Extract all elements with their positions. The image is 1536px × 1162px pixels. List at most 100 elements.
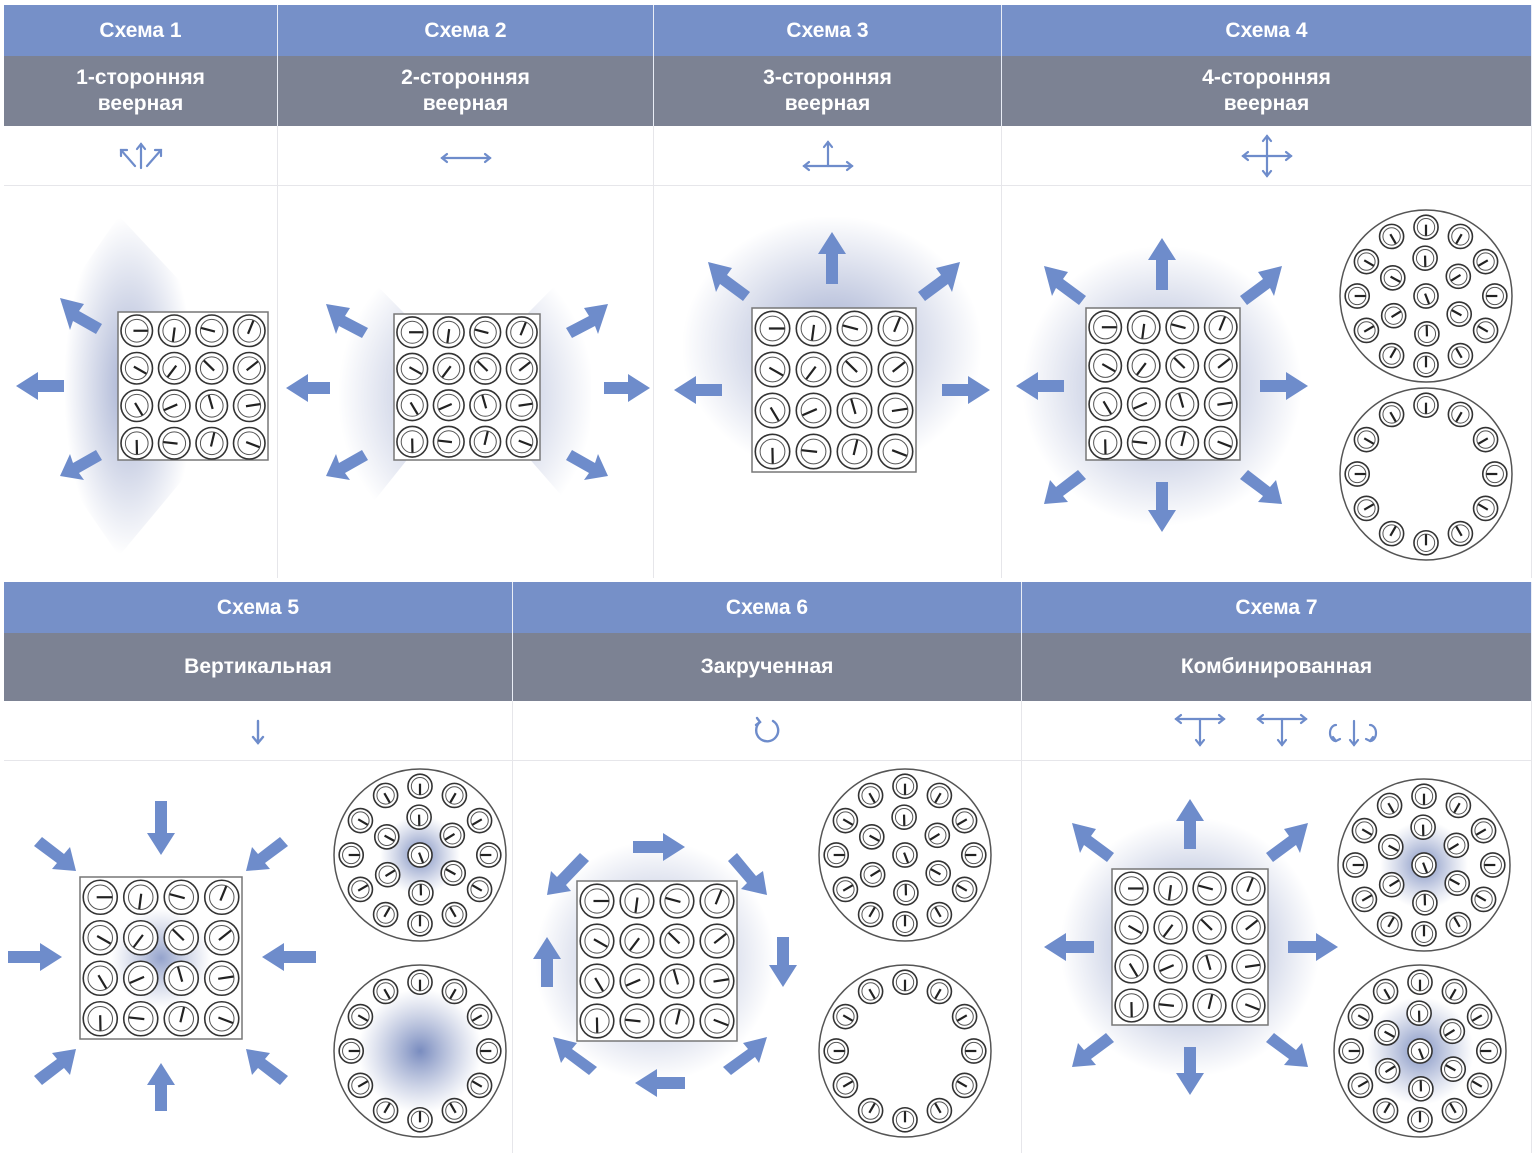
- nozzle-inner: [930, 982, 949, 1001]
- nozzle-direction: [245, 441, 260, 449]
- scheme-2-diagram: [286, 246, 650, 546]
- nozzle-inner: [410, 1110, 430, 1129]
- nozzle-direction: [1451, 309, 1462, 317]
- nozzle-inner: [473, 430, 497, 454]
- nozzle-direction: [418, 852, 425, 864]
- nozzle-inner: [1449, 796, 1468, 815]
- nozzle-inner: [882, 315, 909, 342]
- nozzle-inner: [479, 1041, 498, 1061]
- nozzle-direction: [713, 932, 727, 945]
- scheme-2-subtitle: 2-сторонняя веерная: [278, 56, 654, 126]
- nozzle-direction: [471, 884, 483, 892]
- nozzle-direction: [1449, 878, 1460, 886]
- nozzle-inner: [1131, 315, 1156, 340]
- nozzle-inner: [473, 320, 497, 344]
- nozzle-inner: [342, 1041, 361, 1061]
- nozzle-inner: [1410, 973, 1430, 992]
- scheme-7-title: Схема 7: [1022, 582, 1532, 633]
- nozzle-direction: [1453, 802, 1461, 814]
- nozzle-inner: [1236, 915, 1261, 940]
- nozzle-inner: [1357, 321, 1376, 340]
- nozzle-inner: [1170, 392, 1195, 417]
- nozzle-direction: [133, 365, 147, 375]
- nozzle-direction: [1453, 916, 1461, 928]
- nozzle-inner: [445, 1101, 464, 1120]
- nozzle-direction: [518, 402, 533, 407]
- nozzle-inner: [168, 925, 194, 951]
- nozzle-direction: [1207, 994, 1214, 1010]
- nozzle-inner: [124, 356, 149, 381]
- nozzle-direction: [1477, 503, 1489, 511]
- nozzle-inner: [128, 925, 154, 951]
- nozzle-inner: [1208, 392, 1233, 417]
- arrow-down-icon: [251, 719, 265, 745]
- nozzle-inner: [882, 438, 909, 465]
- scheme-4-subtitle: 4-сторонняя веерная: [1002, 56, 1532, 126]
- nozzle-inner: [351, 1076, 370, 1095]
- nozzle-inner: [1476, 430, 1495, 449]
- nozzle-direction: [134, 402, 144, 416]
- nozzle-inner: [861, 905, 880, 924]
- nozzle-direction: [1217, 401, 1233, 406]
- scheme-2-title: Схема 2: [278, 5, 654, 56]
- nozzle-direction: [1422, 862, 1429, 874]
- nozzle-inner: [376, 905, 395, 924]
- nozzle-inner: [209, 1006, 235, 1032]
- nozzle-direction: [868, 988, 876, 1000]
- scheme-1-subtitle: 1-сторонняя веерная: [4, 56, 278, 126]
- nozzle-direction: [852, 439, 859, 456]
- nozzle-direction: [1448, 843, 1460, 851]
- nozzle-direction: [357, 1080, 369, 1088]
- nozzle-inner: [378, 865, 397, 884]
- nozzle-direction: [179, 1006, 186, 1023]
- nozzle-inner: [1451, 405, 1470, 424]
- scheme-3-diagram: [674, 216, 990, 476]
- nozzle-inner: [800, 315, 827, 342]
- nozzle-inner: [930, 786, 949, 805]
- nozzle-direction: [171, 327, 176, 342]
- nozzle-direction: [1200, 918, 1213, 931]
- nozzle-inner: [1384, 306, 1403, 325]
- nozzle-direction: [384, 834, 395, 842]
- nozzle-inner: [470, 880, 489, 899]
- nozzle-direction: [441, 365, 452, 378]
- nozzle-inner: [199, 393, 224, 418]
- nozzle-inner: [1093, 353, 1118, 378]
- nozzle-inner: [1119, 954, 1144, 979]
- nozzle-direction: [383, 1102, 391, 1114]
- nozzle-direction: [869, 834, 880, 842]
- nozzle-inner: [437, 320, 461, 344]
- nozzle-inner: [895, 973, 915, 992]
- nozzle-inner: [704, 968, 730, 994]
- nozzle-inner: [895, 777, 915, 796]
- nozzle-inner: [1348, 286, 1367, 306]
- nozzle-inner: [199, 356, 224, 381]
- nozzle-inner: [470, 1076, 489, 1095]
- nozzle-inner: [199, 431, 224, 456]
- nozzle-direction: [801, 449, 818, 453]
- nozzle-inner: [1415, 249, 1435, 268]
- nozzle-direction: [383, 988, 391, 1000]
- nozzle-direction: [891, 449, 908, 457]
- nozzle-direction: [801, 408, 818, 417]
- nozzle-inner: [1119, 993, 1144, 1018]
- nozzle-inner: [896, 883, 916, 902]
- nozzle-direction: [934, 988, 942, 1000]
- nozzle-direction: [1132, 401, 1148, 410]
- nozzle-inner: [445, 982, 464, 1001]
- nozzle-inner: [128, 965, 154, 991]
- nozzle-inner: [704, 888, 730, 914]
- nozzle-direction: [842, 324, 859, 331]
- nozzle-direction: [218, 929, 232, 941]
- nozzle-direction: [1245, 919, 1259, 931]
- nozzle-direction: [1357, 1080, 1369, 1088]
- nozzle-inner: [1170, 353, 1195, 378]
- nozzle-direction: [868, 906, 876, 918]
- nozzle-direction: [1244, 963, 1261, 969]
- nozzle-inner: [1382, 875, 1401, 894]
- nozzle-direction: [1455, 411, 1463, 423]
- scheme-7-subtitle: Комбинированная: [1022, 633, 1532, 701]
- nozzle-inner: [1208, 353, 1233, 378]
- nozzle-inner: [841, 438, 868, 465]
- nozzle-direction: [1477, 325, 1489, 333]
